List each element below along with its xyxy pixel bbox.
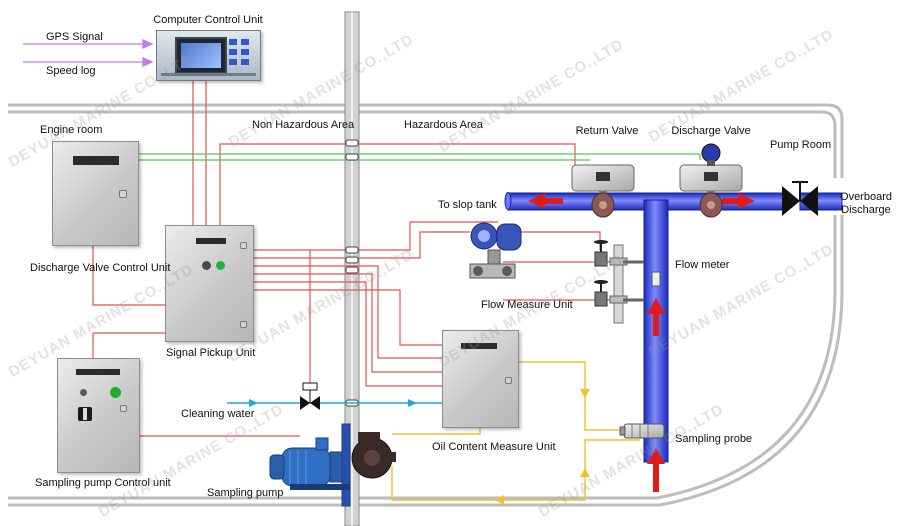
globe-valve-icon (594, 240, 608, 267)
label-flow-meter: Flow meter (675, 259, 730, 271)
flow-arrow-icon (738, 193, 755, 209)
label-oil-content-measure-unit: Oil Content Measure Unit (432, 441, 556, 453)
sampling-probe (619, 423, 665, 439)
label-discharge-valve-control-unit: Discharge Valve Control Unit (30, 262, 171, 274)
sample-arrows (495, 389, 590, 505)
nameplate (73, 156, 119, 165)
lock-icon (120, 405, 127, 412)
signal-pickup-unit[interactable] (165, 225, 254, 342)
sampling-pump-control-unit[interactable] (57, 358, 140, 473)
discharge-pipe (504, 192, 843, 492)
label-sampling-pump: Sampling pump (207, 487, 284, 499)
lock-icon (240, 321, 247, 328)
status-light-icon (80, 389, 87, 396)
label-non-hazardous-area: Non Hazardous Area (252, 119, 355, 131)
computer-control-unit[interactable] (156, 30, 261, 81)
flow-arrow-icon (647, 448, 665, 464)
label-pump-room: Pump Room (770, 139, 832, 151)
label-engine-room: Engine room (40, 124, 103, 136)
power-light-icon (216, 261, 225, 270)
label-computer-control-unit: Computer Control Unit (153, 14, 263, 26)
label-discharge-valve: Discharge Valve (671, 125, 751, 137)
flow-arrow-icon (647, 298, 665, 314)
label-discharge: Discharge (841, 204, 891, 216)
label-to-slop-tank: To slop tank (438, 199, 497, 211)
label-speed-log: Speed log (46, 65, 96, 77)
input-arrows (23, 38, 154, 68)
label-sampling-probe: Sampling probe (675, 433, 753, 445)
cleaning-water-line (227, 382, 442, 410)
discharge-valve (679, 143, 743, 218)
green-signal-lines (138, 153, 701, 161)
oil-content-measure-unit[interactable] (442, 330, 519, 428)
discharge-valve-control-unit[interactable] (52, 141, 139, 246)
hull-outline (8, 103, 844, 507)
label-sampling-pump-control-unit: Sampling pump Control unit (35, 477, 171, 489)
pump-motor-icon (269, 423, 396, 507)
bulkhead-penetrations (345, 139, 359, 407)
butterfly-valve-icon (782, 181, 818, 216)
label-return-valve: Return Valve (575, 125, 639, 137)
solenoid-valve-icon (300, 382, 320, 410)
nameplate (76, 369, 120, 375)
flow-arrow-icon (528, 193, 545, 209)
label-cleaning-water: Cleaning water (181, 408, 255, 420)
label-overboard: Overboard (840, 191, 892, 203)
label-signal-pickup-unit: Signal Pickup Unit (166, 347, 256, 359)
lock-icon (505, 377, 512, 384)
globe-valve-icon (594, 280, 608, 307)
flow-measure-piping (594, 240, 661, 324)
lock-icon (119, 190, 127, 198)
selector-switch-icon[interactable] (78, 407, 92, 421)
nameplate (461, 343, 497, 349)
indicator-light-icon (202, 261, 211, 270)
lock-icon (240, 242, 247, 249)
label-gps-signal: GPS Signal (46, 31, 103, 43)
return-valve (571, 164, 635, 218)
nameplate (196, 238, 226, 244)
running-light-icon (110, 387, 121, 398)
pressure-transmitter-icon (469, 222, 522, 279)
label-hazardous-area: Hazardous Area (404, 119, 483, 131)
label-flow-measure-unit: Flow Measure Unit (481, 299, 573, 311)
